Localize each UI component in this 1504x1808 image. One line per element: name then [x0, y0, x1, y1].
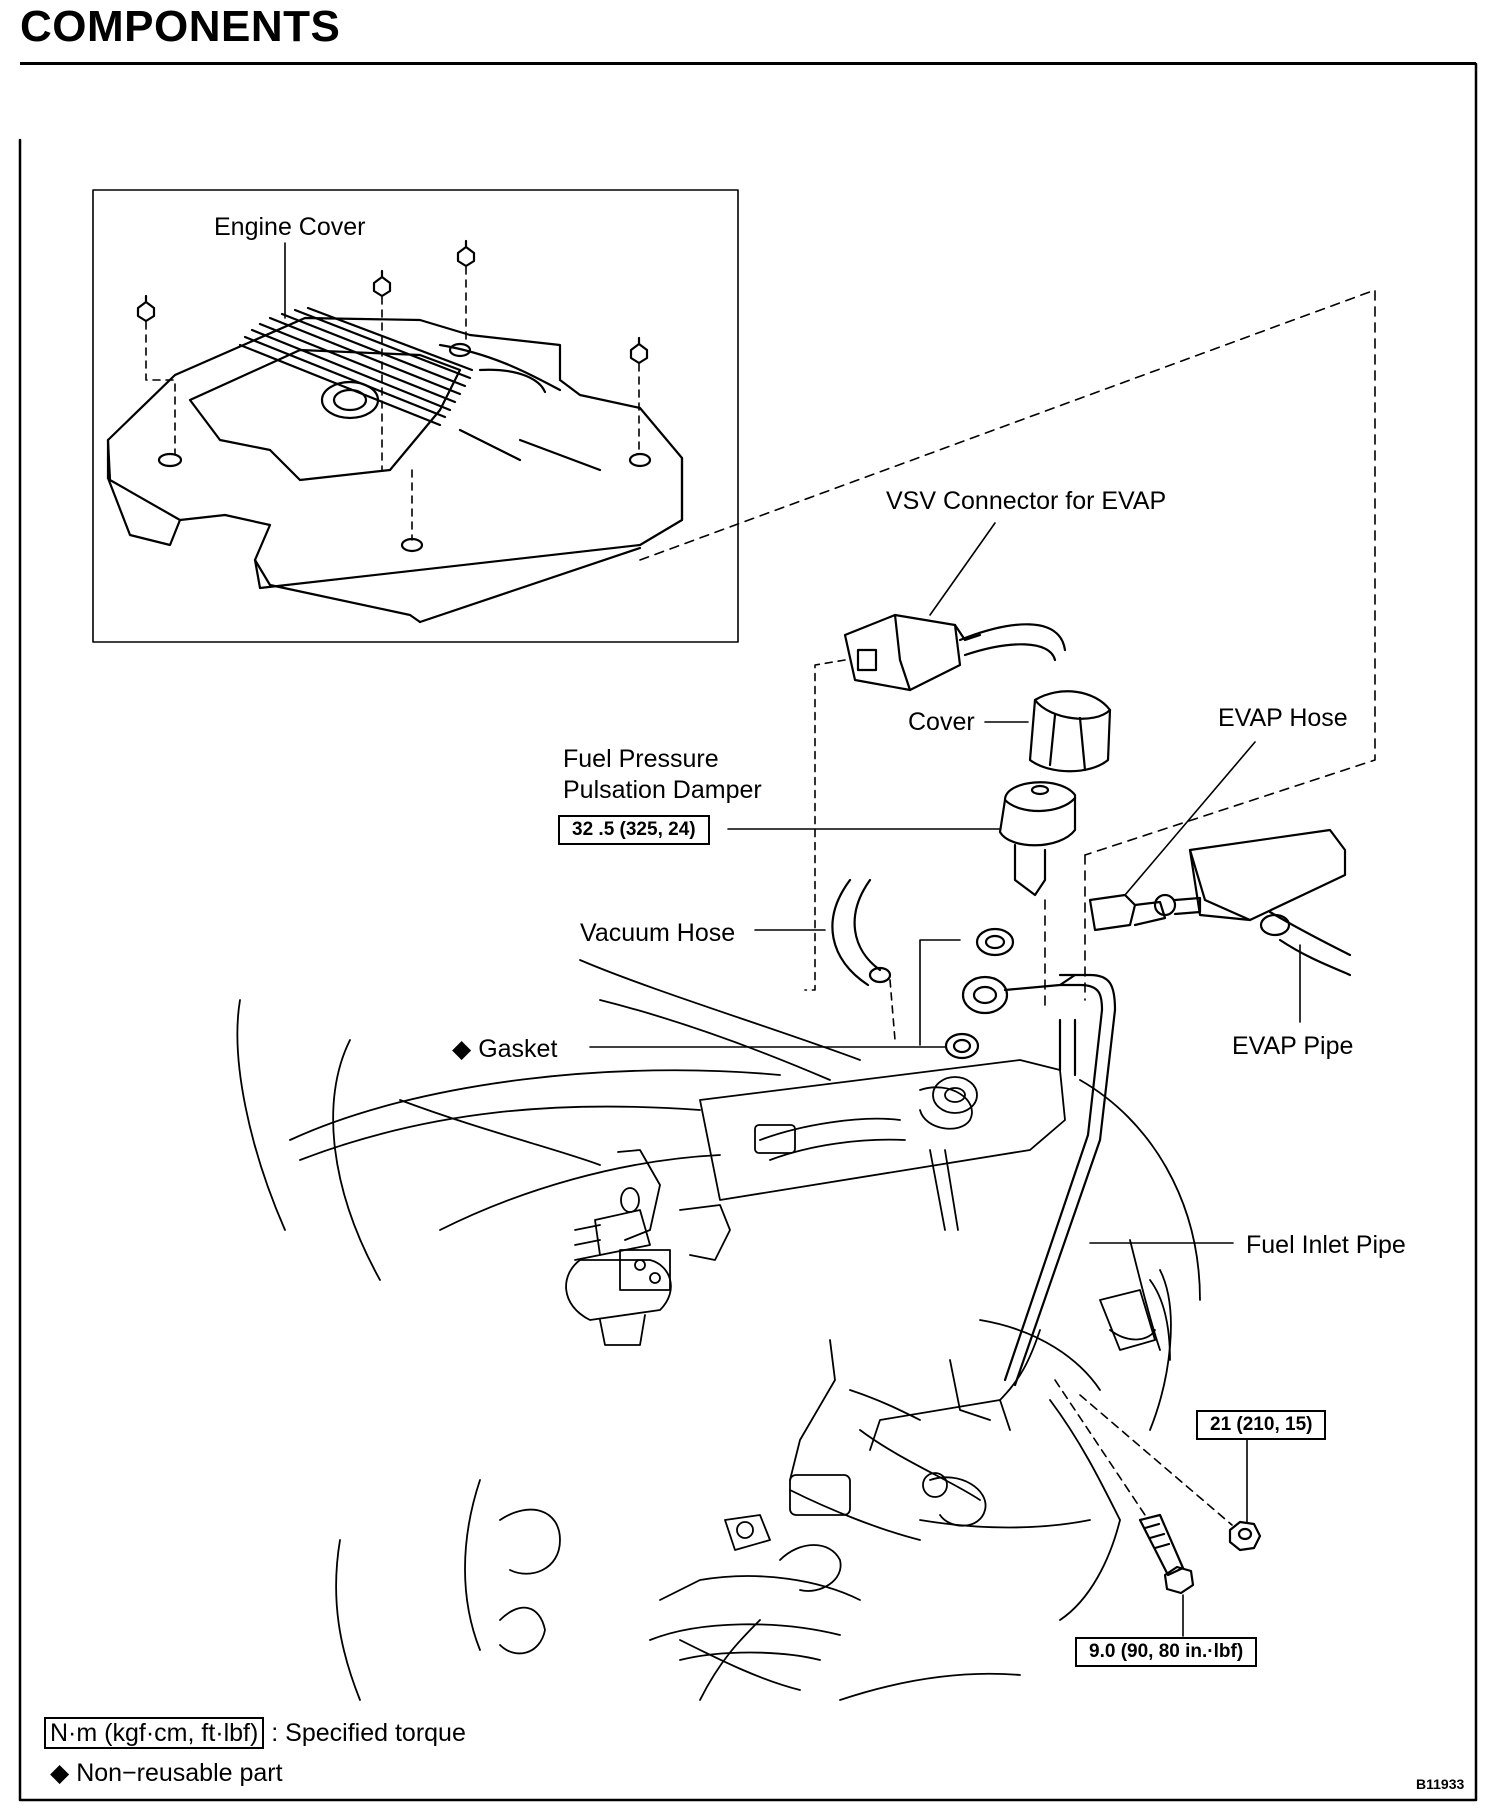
label-damper-line2: Pulsation Damper [563, 776, 762, 804]
nut-drawing [1228, 1520, 1262, 1552]
vacuum-hose-drawing [831, 878, 892, 987]
engine-cover-dashed-leaders [145, 266, 640, 541]
label-gasket: ◆ Gasket [452, 1034, 557, 1064]
label-vsv-connector: VSV Connector for EVAP [886, 487, 1167, 515]
label-engine-cover: Engine Cover [214, 213, 366, 241]
frame [18, 62, 1478, 1802]
pulsation-damper-drawing [998, 781, 1077, 897]
engine-cover-inset-frame [92, 189, 739, 643]
gaskets-drawing [944, 927, 1077, 1060]
diamond-icon: ◆ [50, 1759, 70, 1787]
figure-id: B11933 [1416, 1776, 1465, 1792]
vsv-dashed [804, 659, 846, 991]
label-damper-line1: Fuel Pressure [563, 745, 719, 773]
page-title: COMPONENTS [20, 2, 341, 51]
legend-nonreusable-text: Non−reusable part [76, 1759, 283, 1787]
torque-nut: 21 (210, 15) [1196, 1410, 1327, 1440]
projection-lines [639, 289, 1376, 1011]
engine-manifold-drawing [236, 959, 1201, 1701]
legend-unit-box: N·m (kgf·cm, ft·lbf) [44, 1717, 265, 1749]
title-rule [20, 62, 1476, 65]
bolt-drawing [1138, 1513, 1195, 1595]
label-fuel-inlet-pipe: Fuel Inlet Pipe [1246, 1231, 1406, 1259]
engine-cover-drawing [106, 306, 684, 624]
evap-hose-drawing [1088, 828, 1352, 977]
legend-nonreusable: ◆ Non−reusable part [50, 1758, 283, 1788]
legend-torque: N·m (kgf·cm, ft·lbf) : Specified torque [44, 1717, 466, 1749]
legend-unit-text: : Specified torque [271, 1719, 466, 1747]
label-cover: Cover [908, 708, 975, 736]
engine-cover-nuts [136, 239, 649, 365]
damper-cover-drawing [1028, 690, 1112, 773]
label-gasket-text: Gasket [478, 1035, 558, 1063]
vacuum-dashed [889, 979, 896, 1041]
torque-damper: 32 .5 (325, 24) [558, 815, 710, 845]
vsv-leader [929, 522, 996, 616]
bolt-dashed [1054, 1379, 1146, 1516]
diamond-icon: ◆ [452, 1035, 472, 1063]
fuel-inlet-pipe-drawing [1003, 973, 1117, 1387]
label-vacuum-hose: Vacuum Hose [580, 919, 736, 947]
label-evap-hose: EVAP Hose [1218, 704, 1348, 732]
evap-hose-leader [1124, 741, 1256, 896]
nut-dashed [1079, 1394, 1233, 1526]
torque-bolt: 9.0 (90, 80 in.·lbf) [1075, 1637, 1258, 1667]
label-evap-pipe: EVAP Pipe [1232, 1032, 1354, 1060]
vsv-connector-drawing [843, 613, 1067, 692]
gasket-bracket [919, 939, 961, 1046]
